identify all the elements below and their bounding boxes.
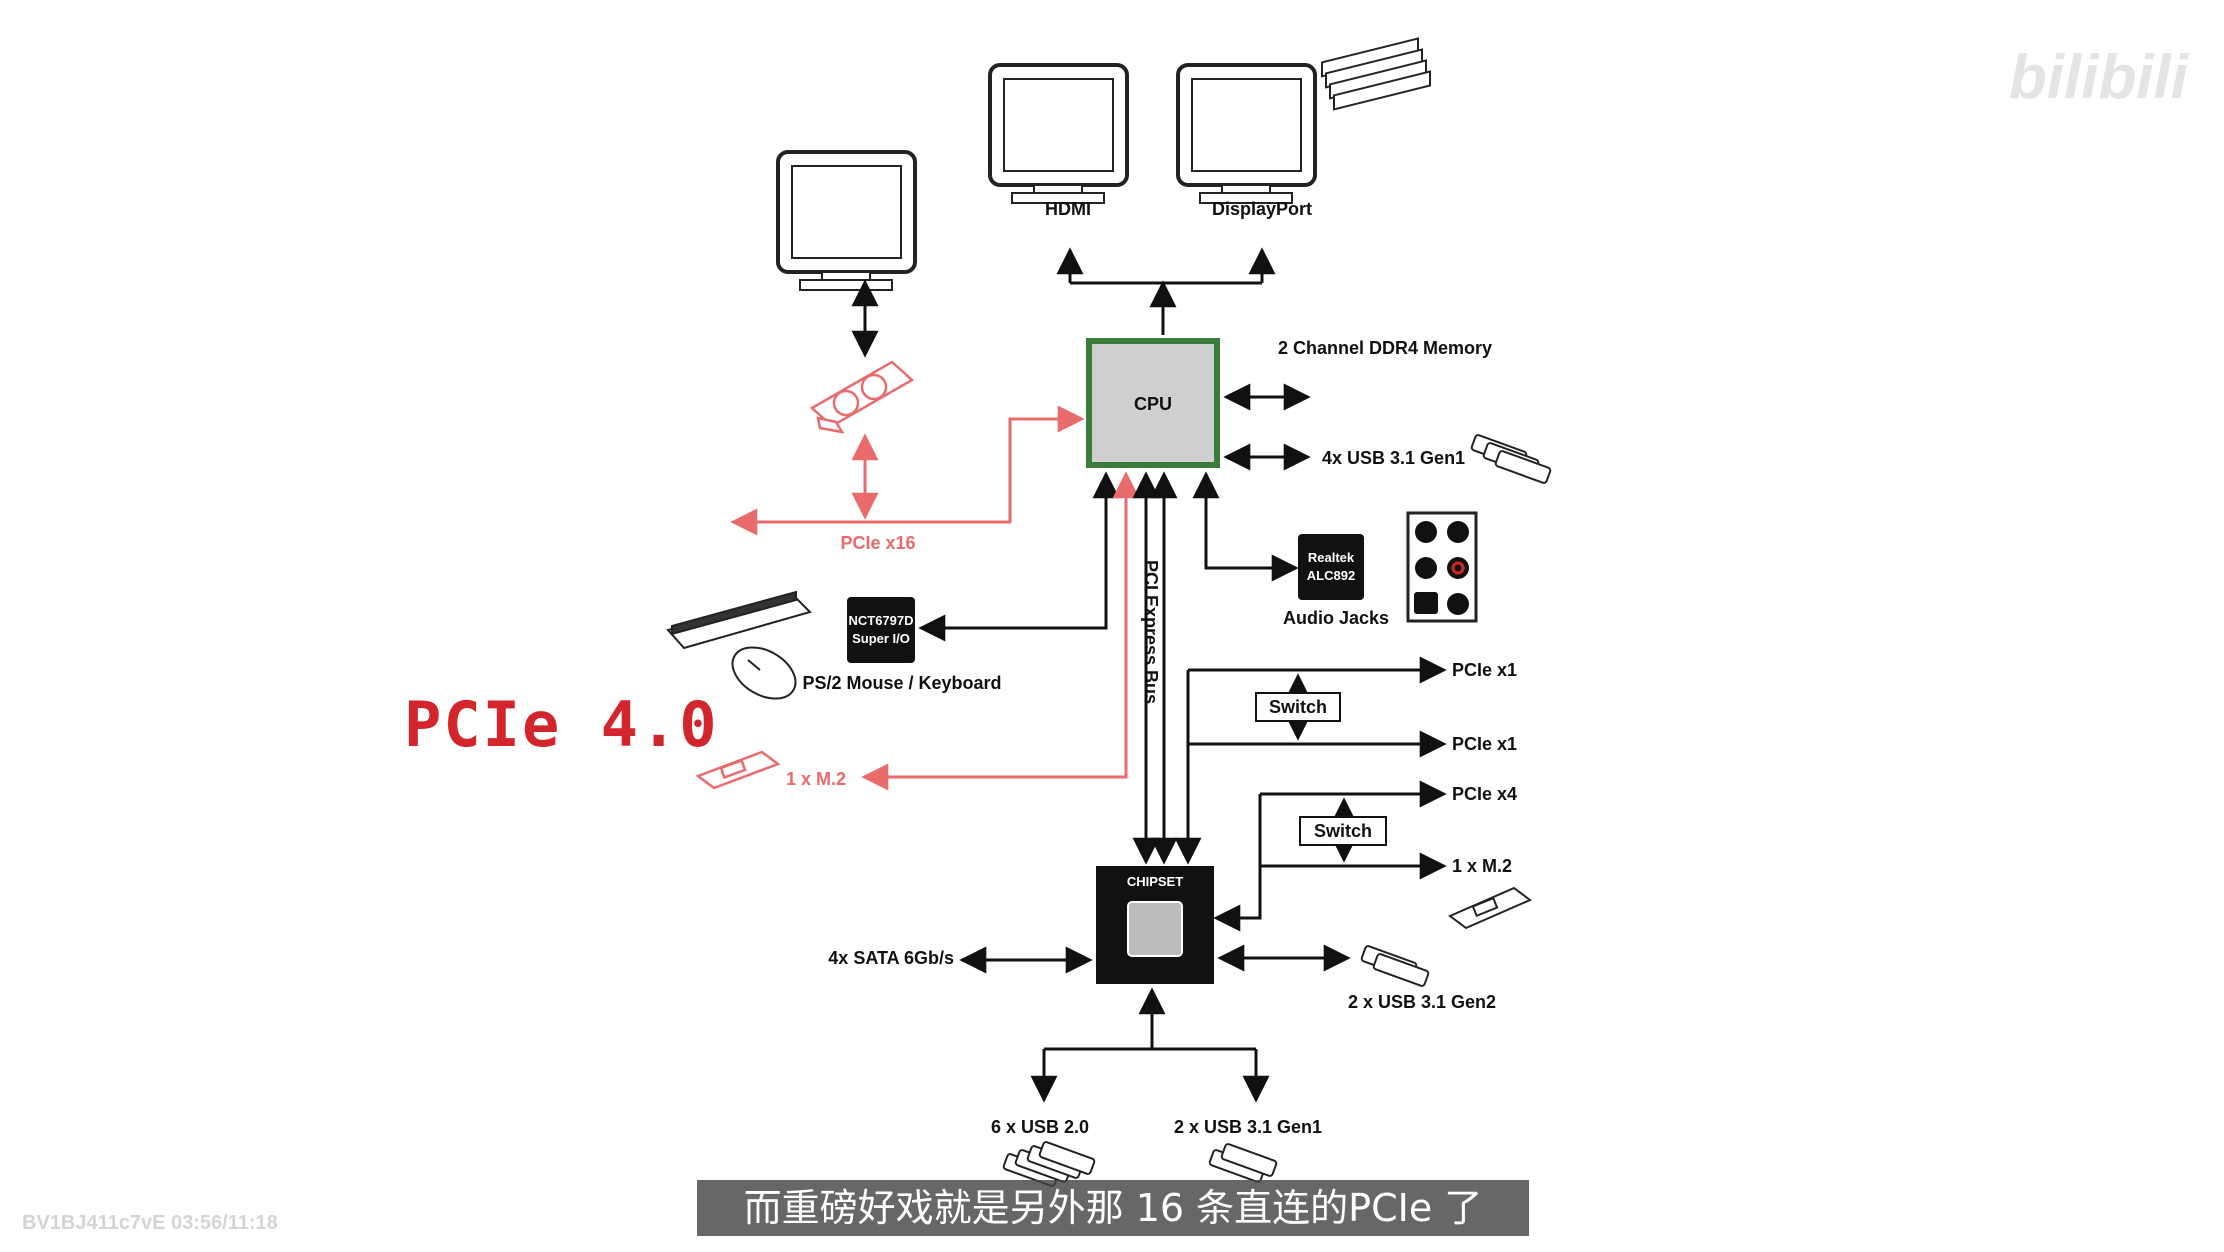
switch-box-b (1299, 816, 1387, 846)
chipset-m2-label: 1 x M.2 (1452, 856, 1512, 876)
pcie-x1-b-label: PCIe x1 (1452, 734, 1517, 754)
graphics-card-icon (809, 360, 915, 434)
hdmi-monitor-icon (988, 63, 1129, 204)
usb-stick-icon (1470, 434, 1552, 484)
cpu-chip (1086, 338, 1220, 468)
subtitle: 而重磅好戏就是另外那 16 条直连的PCIe 了 (697, 1180, 1529, 1236)
cpu-usb-label: 4x USB 3.1 Gen1 (1322, 448, 1465, 468)
pcie-x16-label: PCIe x16 (840, 533, 915, 553)
video-output-connector (1056, 247, 1276, 335)
switch-a-label: Switch (1269, 697, 1327, 717)
audio-label: Audio Jacks (1283, 608, 1389, 628)
displayport-monitor-icon (1176, 63, 1317, 204)
usb20-label: 6 x USB 2.0 (991, 1117, 1089, 1137)
displayport-label: DisplayPort (1212, 199, 1312, 219)
ps2-label: PS/2 Mouse / Keyboard (802, 673, 1001, 693)
superio-chip (847, 597, 915, 663)
chipset-chip (1096, 866, 1214, 984)
switch-box-a (1255, 692, 1341, 722)
pcie-x1-a-label: PCIe x1 (1452, 660, 1517, 680)
ddr4-label: 2 Channel DDR4 Memory (1278, 338, 1492, 358)
chipset-label: CHIPSET (1127, 874, 1183, 889)
superio-label-2: Super I/O (852, 631, 910, 646)
usb-gen2-label: 2 x USB 3.1 Gen2 (1348, 992, 1496, 1012)
usb-gen1-chipset-label: 2 x USB 3.1 Gen1 (1174, 1117, 1322, 1137)
memory-icon (1321, 37, 1431, 111)
superio-link (918, 471, 1120, 642)
audio-jacks-icon (1406, 511, 1478, 623)
hdmi-label: HDMI (1045, 199, 1091, 219)
chipset-pcie-x4-links (1213, 780, 1447, 932)
realtek-label-1: Realtek (1308, 550, 1355, 565)
keyboard-icon (666, 590, 812, 650)
pcie40-overlay: PCIe 4.0 (404, 688, 719, 761)
usb-gen2-icon (1360, 945, 1430, 987)
cpu-m2-link (861, 471, 1140, 791)
cpu-m2-label: 1 x M.2 (786, 769, 846, 789)
watermark-id: BV1BJ411c7vE 03:56/11:18 (22, 1212, 278, 1234)
pci-express-bus (1132, 471, 1178, 865)
m2-drive-icon (695, 750, 781, 790)
monitor-icon (776, 150, 917, 291)
bilibili-logo: bilibili (2008, 43, 2188, 112)
pcie-x4-label: PCIe x4 (1452, 784, 1517, 804)
chipset-m2-drive-icon (1448, 886, 1532, 930)
mouse-icon (731, 646, 797, 700)
cpu-label: CPU (1134, 394, 1172, 414)
superio-label-1: NCT6797D (848, 613, 913, 628)
sata-label: 4x SATA 6Gb/s (828, 948, 954, 968)
audio-link (1192, 471, 1299, 582)
realtek-label-2: ALC892 (1307, 568, 1355, 583)
pcie-x16-link (730, 405, 1085, 536)
usb20-sticks-icon (1002, 1141, 1096, 1187)
usb-gen1-sticks-icon (1208, 1143, 1278, 1183)
switch-b-label: Switch (1314, 821, 1372, 841)
realtek-chip (1298, 534, 1364, 600)
bottom-usb-links (1030, 987, 1270, 1103)
pci-bus-label: PCI Express Bus (1141, 560, 1161, 704)
